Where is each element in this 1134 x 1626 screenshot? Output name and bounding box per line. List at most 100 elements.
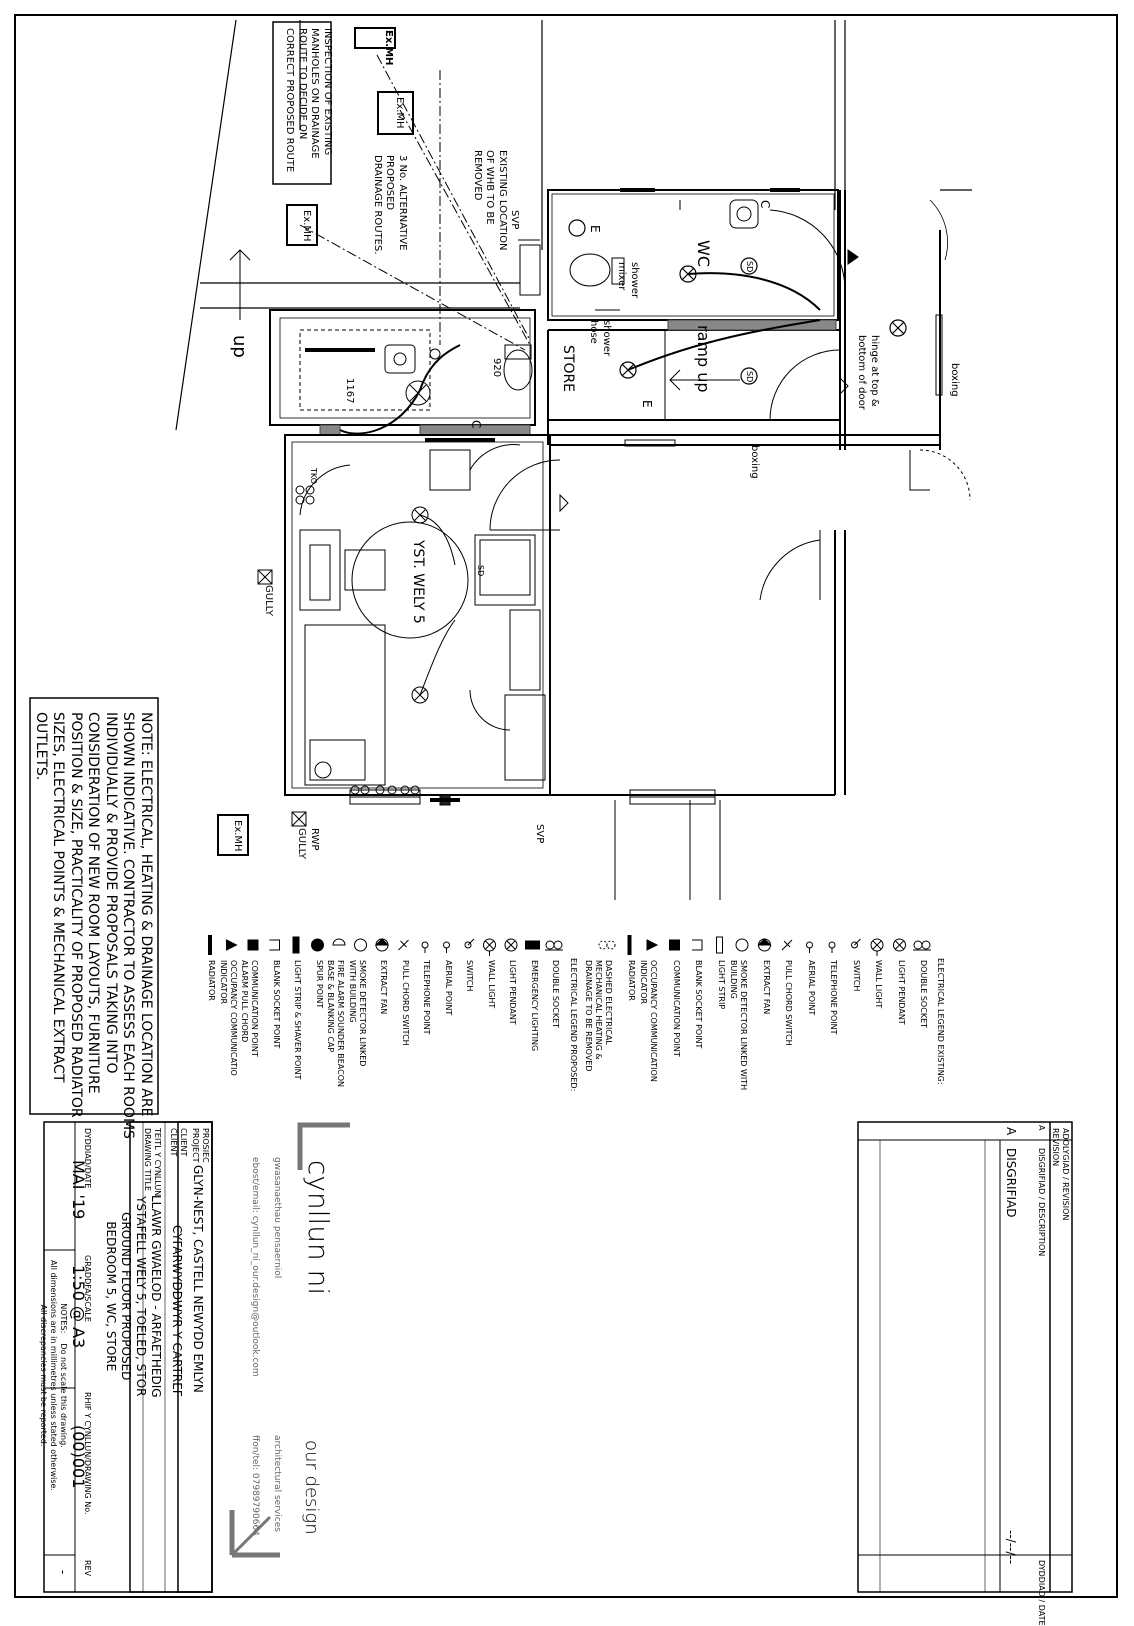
- bedroom-windows: [349, 439, 716, 805]
- client-label: CLIENT CLIENT: [169, 1128, 188, 1157]
- legend-item-label: LIGHT STRIP & SHAVER POINT: [293, 960, 302, 1080]
- client-value: CYFARWYDDWYR Y CARTREF: [170, 1225, 184, 1397]
- legend-item-label: AERIAL POINT: [443, 960, 453, 1016]
- alternative-routes-note: 3 No. ALTERNATIVE PROPOSED DRAINAGE ROUT…: [372, 155, 408, 255]
- company-email: ebost/email: cynllun_ni_our.design@outlo…: [250, 1157, 260, 1377]
- legend-item-label: OCCUPANCY COMMUNICATIO INDICATOR: [218, 960, 238, 1076]
- manhole-label-3: Ex.MH: [301, 210, 312, 242]
- legend-item-label: SMOKE DETECTOR LINKED WITH BUILDING: [729, 960, 748, 1091]
- legend-item-label: TELEPHONE POINT: [422, 960, 431, 1035]
- svp-label-bottom: SVP: [534, 824, 545, 844]
- double-socket-icon: [545, 940, 555, 950]
- legend-item-label: PULL CHORD SWITCH: [784, 960, 793, 1046]
- inspection-note: INSPECTION OF EXISTING MANHOLES ON DRAIN…: [284, 28, 334, 173]
- legend-item-label: WALL LIGHT: [874, 960, 883, 1009]
- legend-item-label: SWITCH: [465, 960, 474, 992]
- ramp-arrow: [229, 249, 740, 391]
- light-strip-icon: [716, 936, 723, 954]
- manhole-label-4: Ex.MH: [232, 820, 243, 852]
- site-lines: [175, 19, 972, 431]
- revision-col-description: DISGRIFIAD / DESCRIPTION: [1037, 1148, 1046, 1257]
- revision-header: ADOLYGIAD / REVISION REVISION: [1051, 1128, 1070, 1221]
- rev-label: REV: [83, 1560, 92, 1577]
- legend-item-label: COMMUNICATION POINT: [671, 960, 681, 1057]
- dimension-920: 920: [491, 358, 502, 378]
- light-pendant-icon: [893, 938, 906, 952]
- ensuite-fittings: [299, 329, 533, 516]
- bedroom-room-label: YST. WELY 5: [410, 540, 426, 624]
- wall-light-icon: [485, 940, 494, 950]
- legend-item-label: LIGHT STRIP: [716, 960, 726, 1010]
- legend-item-label: BLANK SOCKET POINT: [271, 960, 281, 1049]
- communication-point-icon: [247, 939, 259, 951]
- shower-hose-label: shower hose: [588, 320, 613, 357]
- pull-chord-switch-icon: [398, 939, 409, 951]
- legend-proposed-symbols: [208, 935, 563, 956]
- legend-item-label: DOUBLE SOCKET: [551, 960, 560, 1029]
- smoke-detector-label-1: SD: [745, 261, 754, 273]
- pull-chord-switch-icon: [783, 940, 791, 948]
- scale-value: 1:50 @ A3: [69, 1265, 88, 1349]
- switch-icon: [854, 938, 861, 946]
- bedroom-sockets: [295, 485, 420, 795]
- light-pendant-icon: [895, 940, 904, 950]
- dashed-removed-icon: [598, 940, 608, 950]
- communication-point-icon: [669, 939, 680, 951]
- communication-label-1: C: [758, 200, 772, 209]
- legend-item-label: EXTRACT FAN: [761, 960, 771, 1015]
- extract-fan-icon: [757, 938, 772, 946]
- light-strip-shaver-icon: [292, 936, 300, 954]
- wc-fixtures: [568, 219, 907, 385]
- legend-existing-title: ELECTRICAL LEGEND EXISTING:: [936, 958, 945, 1085]
- legend-item-label: EMERGENCY LIGHTING: [529, 960, 539, 1052]
- company-tagline-english: architectural services: [272, 1435, 282, 1532]
- drawing-title-label: TEITL Y CYNLLUN DRAWING TITLE: [143, 1128, 162, 1197]
- extract-fan-icon: [374, 938, 390, 946]
- store-door: [769, 349, 849, 421]
- company-name: cynllun ni: [302, 1160, 335, 1296]
- blank-socket-point-icon: [269, 939, 280, 951]
- bedroom-door: [489, 449, 971, 601]
- legend-item-label: AERIAL POINT: [806, 960, 816, 1016]
- project-label: PROSIEC PROJECT: [191, 1128, 210, 1163]
- logo-mark: [229, 1122, 350, 1558]
- title-notes: NOTES: Do not scale this drawing. All di…: [39, 1260, 68, 1491]
- note-frames: [29, 21, 332, 1115]
- revision-row-description: DISGRIFIAD: [1004, 1148, 1018, 1218]
- legend-item-label: EXTRACT FAN: [379, 960, 388, 1015]
- revision-col-date: DYDDIAD / DATE: [1037, 1560, 1046, 1626]
- legend-item-label: DOUBLE SOCKET: [919, 960, 928, 1029]
- legend-item-label: SMOKE DETECTOR LINKED WITH BUILDING: [347, 960, 367, 1067]
- manhole-label-1: Ex.MH: [383, 30, 394, 66]
- dimension-1167: 1167: [344, 378, 355, 404]
- ensuite-walls: [269, 239, 541, 436]
- legend-item-label: WALL LIGHT: [486, 960, 496, 1009]
- switch-icon: [851, 941, 858, 949]
- extract-fan-label-2: E: [640, 400, 654, 408]
- legend-item-label: LIGHT PENDANT: [896, 960, 906, 1025]
- aerial-point-icon: [443, 941, 450, 949]
- switch-icon: [464, 941, 472, 949]
- whb-note: EXISTING LOCATION OF WHB TO BE REMOVED: [472, 150, 508, 251]
- rwp-gully-label: RWP GULLY: [296, 828, 321, 859]
- bedroom-walls: [284, 434, 940, 900]
- telephone-point-icon: [828, 941, 836, 949]
- boxing-label-1: boxing: [949, 363, 960, 397]
- legend-item-label: FIRE ALARM SOUNDER BEACON BASE & BLANKIN…: [326, 960, 345, 1087]
- legend-existing-symbols: [598, 935, 931, 956]
- revision-row-rev: A: [1004, 1127, 1018, 1136]
- legend-item-label: COMMUNICATION POINT ALARM PULL CHORD: [240, 960, 259, 1057]
- light-pendant-icon: [504, 938, 518, 952]
- general-note: NOTE: ELECTRICAL, HEATING & DRAINAGE LOC…: [33, 712, 154, 1139]
- legend-item-label: SWITCH: [851, 960, 861, 992]
- smoke-detector-label-2: SD: [745, 371, 754, 383]
- wc-fittings: [569, 199, 759, 311]
- legend-item-label: DASHED ELECTRICAL MECHANICAL HEATING & D…: [584, 960, 613, 1072]
- fire-alarm-sounder-icon: [332, 938, 346, 946]
- date-value: MAI '19: [69, 1160, 88, 1220]
- gully-label: GULLY: [263, 585, 274, 616]
- double-socket-icon: [921, 940, 931, 950]
- shower-mixer-label: shower mixer: [616, 262, 641, 299]
- legend-item-label: LIGHT PENDANT: [508, 960, 517, 1025]
